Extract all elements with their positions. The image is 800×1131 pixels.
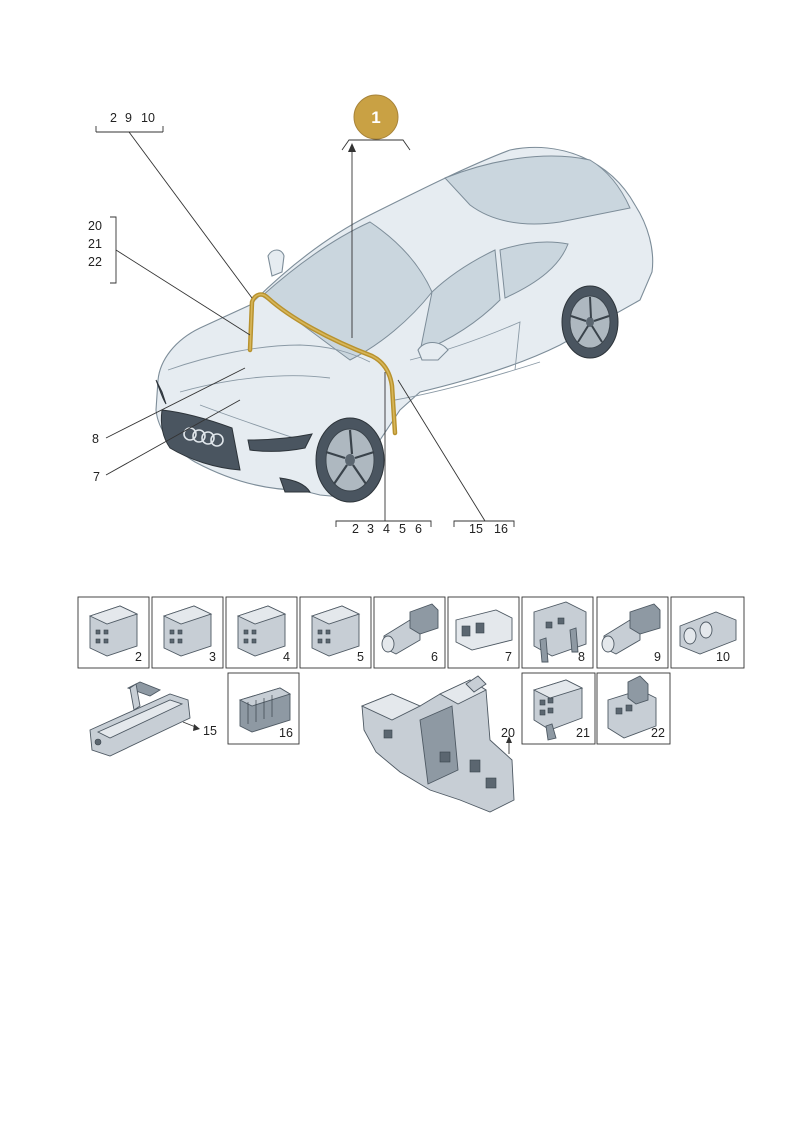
callout-badge: 1 (341, 94, 411, 151)
part-number-20: 20 (501, 726, 515, 740)
connector-10-icon (679, 611, 737, 655)
label-bottom-6: 6 (415, 522, 422, 536)
connector-8-icon (533, 601, 587, 663)
part-cell-10: 10 (670, 596, 745, 669)
part-cell-21: 21 (521, 672, 596, 745)
part-number-21: 21 (576, 726, 590, 740)
label-left-22: 22 (88, 255, 102, 269)
part-number-7: 7 (505, 650, 512, 664)
label-bottom-16: 16 (494, 522, 508, 536)
parts-row-1: 2 3 4 (77, 596, 745, 669)
connector-2-icon (88, 605, 139, 657)
label-top-left-a: 2 (110, 111, 117, 125)
callout-arrow (348, 143, 356, 338)
label-top-left-c: 10 (141, 111, 155, 125)
label-left-20: 20 (88, 219, 102, 233)
label-left-8: 8 (92, 432, 99, 446)
connector-4-icon (236, 605, 287, 657)
connector-7-icon (455, 609, 513, 651)
part-cell-7: 7 (447, 596, 520, 669)
label-top-left-b: 9 (125, 111, 132, 125)
part-cell-3: 3 (151, 596, 224, 669)
part-number-15: 15 (203, 724, 217, 738)
wiring-harness (247, 292, 398, 436)
connector-5-icon (310, 605, 361, 657)
label-bottom-4: 4 (383, 522, 390, 536)
label-group-bottom-mid: 2 3 4 5 6 (335, 372, 432, 536)
relay-holder-20-icon (360, 675, 515, 813)
part-number-3: 3 (209, 650, 216, 664)
part-cell-4: 4 (225, 596, 298, 669)
callout-number: 1 (371, 108, 380, 127)
part-cell-5: 5 (299, 596, 372, 669)
part-number-4: 4 (283, 650, 290, 664)
connector-22-icon (607, 675, 657, 739)
connector-3-icon (162, 605, 213, 657)
connector-16-icon (238, 687, 292, 733)
label-bottom-5: 5 (399, 522, 406, 536)
part-number-8: 8 (578, 650, 585, 664)
label-bottom-2: 2 (352, 522, 359, 536)
connector-9-icon (601, 603, 661, 655)
front-wheel (315, 417, 385, 503)
label-group-top-left: 2 9 10 (95, 111, 253, 299)
bracket-15-icon (89, 681, 191, 757)
part-cell-8: 8 (521, 596, 594, 669)
part-number-2: 2 (135, 650, 142, 664)
label-group-bottom-right: 15 16 (397, 379, 515, 536)
part-cell-22: 22 (596, 672, 671, 745)
part-number-9: 9 (654, 650, 661, 664)
label-group-left-stack: 20 21 22 (88, 216, 251, 336)
part-cell-9: 9 (596, 596, 669, 669)
label-group-8: 8 (92, 367, 246, 446)
parts-row-2: 15 16 (89, 672, 671, 813)
part-cell-2: 2 (77, 596, 150, 669)
label-group-7: 7 (93, 399, 241, 484)
part-number-16: 16 (279, 726, 293, 740)
part-15: 15 (89, 681, 217, 757)
connector-21-icon (532, 679, 584, 741)
part-number-5: 5 (357, 650, 364, 664)
label-bottom-15: 15 (469, 522, 483, 536)
label-left-21: 21 (88, 237, 102, 251)
part-number-6: 6 (431, 650, 438, 664)
connector-6-icon (381, 603, 439, 655)
car-illustration (155, 146, 654, 503)
label-left-7: 7 (93, 470, 100, 484)
part-number-10: 10 (716, 650, 730, 664)
part-number-22: 22 (651, 726, 665, 740)
part-cell-6: 6 (373, 596, 446, 669)
part-cell-16: 16 (227, 672, 300, 745)
rear-wheel (561, 285, 619, 359)
part-20: 20 (360, 675, 515, 813)
label-bottom-3: 3 (367, 522, 374, 536)
